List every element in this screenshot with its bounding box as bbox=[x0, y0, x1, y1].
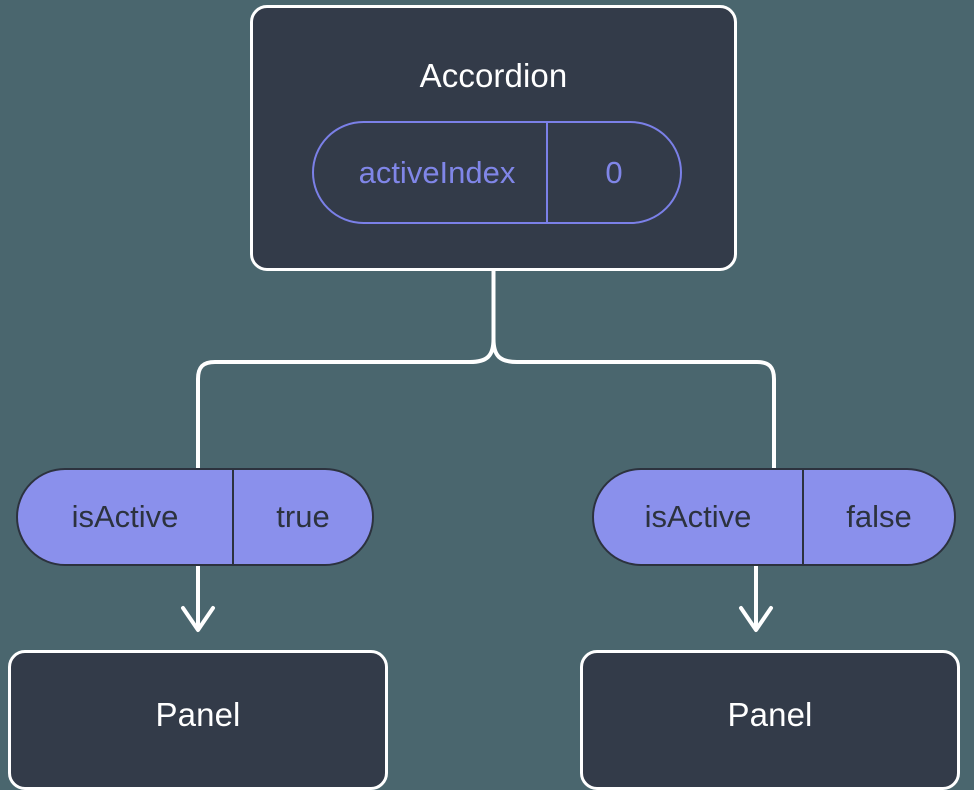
right-is-active-prop-pill[interactable]: isActive false bbox=[592, 468, 956, 566]
arrow-head-left bbox=[181, 606, 215, 632]
active-index-prop-value: 0 bbox=[605, 154, 623, 190]
left-panel-node-title: Panel bbox=[155, 696, 241, 733]
accordion-node-title: Accordion bbox=[419, 57, 568, 94]
arrow-head-right bbox=[739, 606, 773, 632]
active-index-prop-key: activeIndex bbox=[314, 123, 548, 222]
active-index-prop-pill[interactable]: activeIndex 0 bbox=[312, 121, 682, 224]
right-is-active-prop-key: isActive bbox=[594, 470, 804, 564]
left-is-active-prop-pill[interactable]: isActive true bbox=[16, 468, 374, 566]
connector-lines bbox=[181, 269, 776, 632]
left-panel-component-node[interactable]: Panel bbox=[8, 650, 388, 790]
connector-fork-left bbox=[196, 337, 496, 470]
right-panel-component-node[interactable]: Panel bbox=[580, 650, 960, 790]
left-is-active-prop-value: true bbox=[276, 499, 330, 534]
right-is-active-prop-value: false bbox=[846, 499, 912, 534]
connector-fork-right bbox=[491, 337, 776, 470]
right-panel-node-title: Panel bbox=[727, 696, 813, 733]
left-is-active-prop-key: isActive bbox=[18, 470, 234, 564]
diagram-canvas: Accordion activeIndex 0 isActive true is… bbox=[8, 5, 960, 790]
accordion-component-node[interactable]: Accordion activeIndex 0 bbox=[250, 5, 737, 271]
